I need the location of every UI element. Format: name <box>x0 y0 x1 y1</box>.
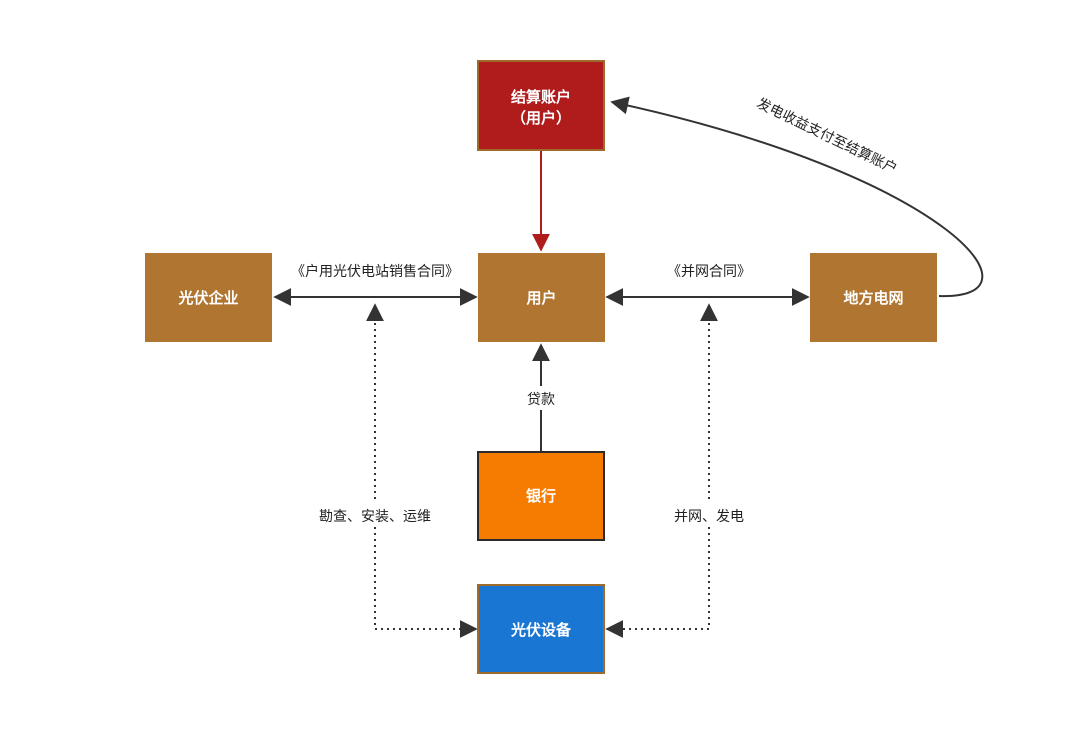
bank-node: 银行 <box>477 451 605 541</box>
user-label: 用户 <box>526 289 556 307</box>
survey-install-dotted-arrow <box>366 303 478 638</box>
pv-equipment-label: 光伏设备 <box>510 621 572 639</box>
settlement-account-subtitle: （用户） <box>511 109 571 127</box>
grid-generate-label-bg <box>664 503 754 527</box>
pv-equipment-node: 光伏设备 <box>477 584 605 674</box>
loan-label-bg <box>521 386 561 410</box>
user-node: 用户 <box>478 253 605 342</box>
sales-contract-label: 《户用光伏电站销售合同》 <box>291 263 459 280</box>
survey-label-bg <box>306 503 444 527</box>
pv-company-node: 光伏企业 <box>145 253 272 342</box>
local-grid-label: 地方电网 <box>843 289 903 307</box>
loan-label: 贷款 <box>527 392 555 408</box>
grid-generate-dotted-arrow <box>605 303 718 638</box>
local-grid-node: 地方电网 <box>810 253 937 342</box>
settlement-account-title: 结算账户 <box>511 88 571 106</box>
settlement-account-node: 结算账户 （用户） <box>477 60 605 151</box>
bank-label: 银行 <box>526 487 556 505</box>
pv-company-label: 光伏企业 <box>177 289 238 307</box>
grid-contract-label: 《并网合同》 <box>667 264 751 280</box>
grid-to-settlement-curve <box>610 96 984 298</box>
grid-generate-label: 并网、发电 <box>674 509 744 525</box>
survey-install-label: 勘查、安装、运维 <box>319 509 431 525</box>
